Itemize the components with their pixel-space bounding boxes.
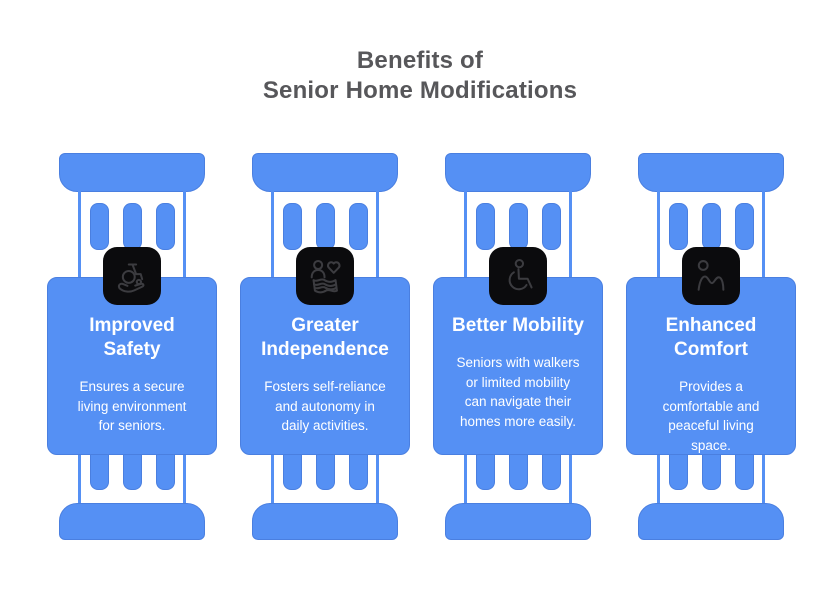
- pillar-capital-top: [445, 153, 591, 192]
- pillar-capital-top: [252, 153, 398, 192]
- icon-tile: [489, 247, 547, 305]
- benefit-column-improved-safety: Improved Safety Ensures a secure living …: [47, 153, 217, 540]
- pillar-base: [59, 503, 205, 540]
- benefit-title: Improved Safety: [89, 315, 175, 360]
- pillar-rod: [78, 191, 81, 277]
- pillar-rod: [78, 455, 81, 503]
- pillar-capital-top: [59, 153, 205, 192]
- benefit-title: Greater Independence: [261, 315, 389, 360]
- person-relaxing-icon: [697, 260, 725, 291]
- benefit-card: Better Mobility Seniors with walkers or …: [433, 277, 603, 455]
- benefit-column-enhanced-comfort: Enhanced Comfort Provides a comfortable …: [626, 153, 796, 540]
- hand-supporting-wheelchair-icon: [117, 263, 145, 293]
- icon-tile: [103, 247, 161, 305]
- benefit-card: Greater Independence Fosters self-relian…: [240, 277, 410, 455]
- pillar-rod: [183, 191, 186, 277]
- pillar-group-bottom: [433, 455, 603, 490]
- benefit-description: Provides a comfortable and peaceful livi…: [662, 379, 760, 453]
- pillar-group-bottom: [626, 455, 796, 490]
- pillar-capital-top: [638, 153, 784, 192]
- pillar-group-top: [433, 203, 603, 250]
- pillar-group-bottom: [240, 455, 410, 490]
- wheelchair-user-icon: [508, 258, 533, 291]
- benefit-title: Enhanced Comfort: [665, 315, 757, 360]
- pillar-group-bottom: [47, 455, 217, 490]
- pillar-group-top: [626, 203, 796, 250]
- benefit-title: Better Mobility: [452, 315, 584, 336]
- icon-tile: [682, 247, 740, 305]
- page-title: Benefits of Senior Home Modifications: [262, 47, 578, 104]
- person-heart-flag-icon: [310, 259, 341, 294]
- icon-tile: [296, 247, 354, 305]
- pillar-base: [638, 503, 784, 540]
- pillar-group-top: [240, 203, 410, 250]
- benefit-description: Seniors with walkers or limited mobility…: [456, 355, 580, 429]
- pillar-group-top: [47, 203, 217, 250]
- pillar-base: [445, 503, 591, 540]
- benefit-description: Fosters self-reliance and autonomy in da…: [264, 379, 386, 433]
- pillar-rod: [183, 455, 186, 503]
- benefit-column-better-mobility: Better Mobility Seniors with walkers or …: [433, 153, 603, 540]
- benefit-description: Ensures a secure living environment for …: [77, 379, 187, 433]
- benefit-column-greater-independence: Greater Independence Fosters self-relian…: [240, 153, 410, 540]
- benefit-card: Enhanced Comfort Provides a comfortable …: [626, 277, 796, 455]
- pillar-base: [252, 503, 398, 540]
